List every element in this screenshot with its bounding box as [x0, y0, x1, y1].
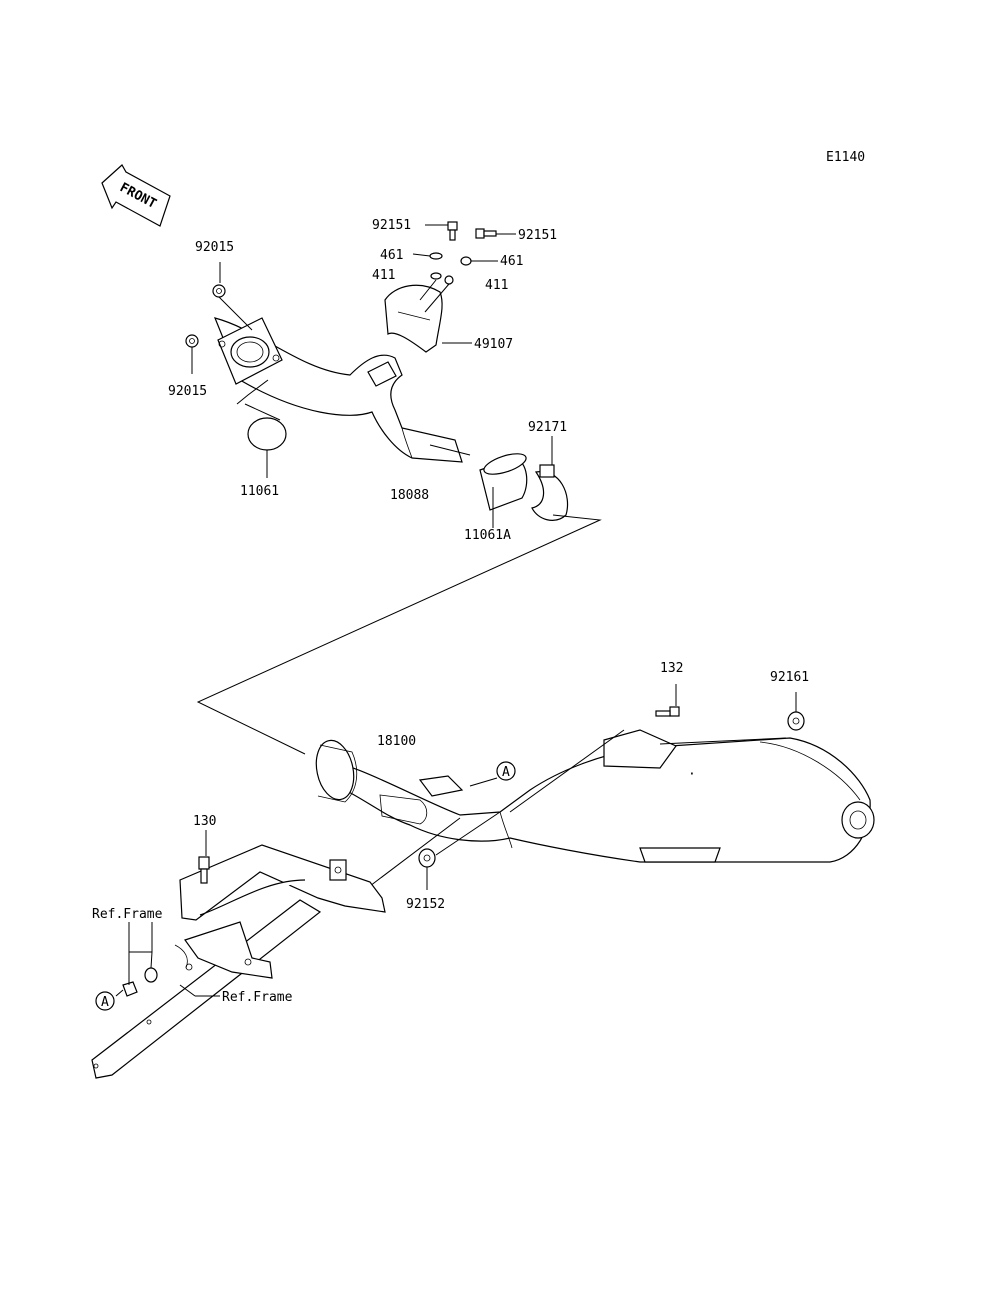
marker-a-frame: A — [95, 991, 115, 1011]
exhaust-flange — [217, 317, 283, 385]
label-ref-frame-top: Ref.Frame — [92, 907, 163, 922]
label-92015-bottom: 92015 — [168, 384, 207, 399]
collar-92152-icon — [418, 848, 436, 868]
label-92152: 92152 — [406, 897, 445, 912]
label-11061a: 11061A — [464, 528, 511, 543]
label-11061: 11061 — [240, 484, 279, 499]
leader-lines-subframe — [115, 830, 220, 997]
leader-lines-lower — [369, 684, 797, 890]
label-92015-top: 92015 — [195, 240, 234, 255]
svg-text:A: A — [502, 765, 510, 780]
label-92151-left: 92151 — [372, 218, 411, 233]
gasket-11061 — [247, 417, 287, 451]
label-49107: 49107 — [474, 337, 513, 352]
clamp-92171 — [531, 464, 568, 521]
diagram-code: E1140 — [826, 150, 865, 165]
heat-guard-49107 — [384, 284, 443, 353]
washer-92161-icon — [787, 711, 805, 731]
label-18100: 18100 — [377, 734, 416, 749]
bolt-130-icon — [198, 856, 210, 884]
label-461-right: 461 — [500, 254, 523, 269]
muffler-stamp-icon: · — [688, 767, 696, 782]
bolt-132-icon — [655, 706, 680, 717]
label-132: 132 — [660, 661, 683, 676]
front-arrow-icon: FRONT — [101, 164, 171, 227]
ref-frame-nut-a-icon — [122, 981, 138, 997]
gasket-11061a — [479, 453, 528, 511]
label-92161: 92161 — [770, 670, 809, 685]
ref-frame-washer-b-icon — [144, 967, 158, 983]
nut-92015-b-icon — [185, 334, 199, 348]
label-130: 130 — [193, 814, 216, 829]
marker-a-muffler: A — [496, 761, 516, 781]
bolt-92151-a-icon — [447, 221, 458, 241]
washer-411-b-icon — [444, 275, 454, 285]
label-411-left: 411 — [372, 268, 395, 283]
svg-text:A: A — [101, 995, 109, 1010]
bolt-92151-b-icon — [475, 228, 497, 239]
collar-461-b-icon — [460, 256, 472, 266]
washer-411-a-icon — [430, 272, 442, 280]
label-ref-frame-bottom: Ref.Frame — [222, 990, 293, 1005]
collar-461-a-icon — [429, 252, 443, 260]
label-92151-right: 92151 — [518, 228, 557, 243]
muffler-18100: · — [315, 729, 875, 863]
label-92171: 92171 — [528, 420, 567, 435]
label-18088: 18088 — [390, 488, 429, 503]
label-461-left: 461 — [380, 248, 403, 263]
label-411-right: 411 — [485, 278, 508, 293]
assembly-connector-line — [196, 514, 602, 755]
rear-subframe — [91, 844, 386, 1079]
nut-92015-a-icon — [212, 284, 226, 298]
leader-lines-upper — [191, 224, 553, 528]
